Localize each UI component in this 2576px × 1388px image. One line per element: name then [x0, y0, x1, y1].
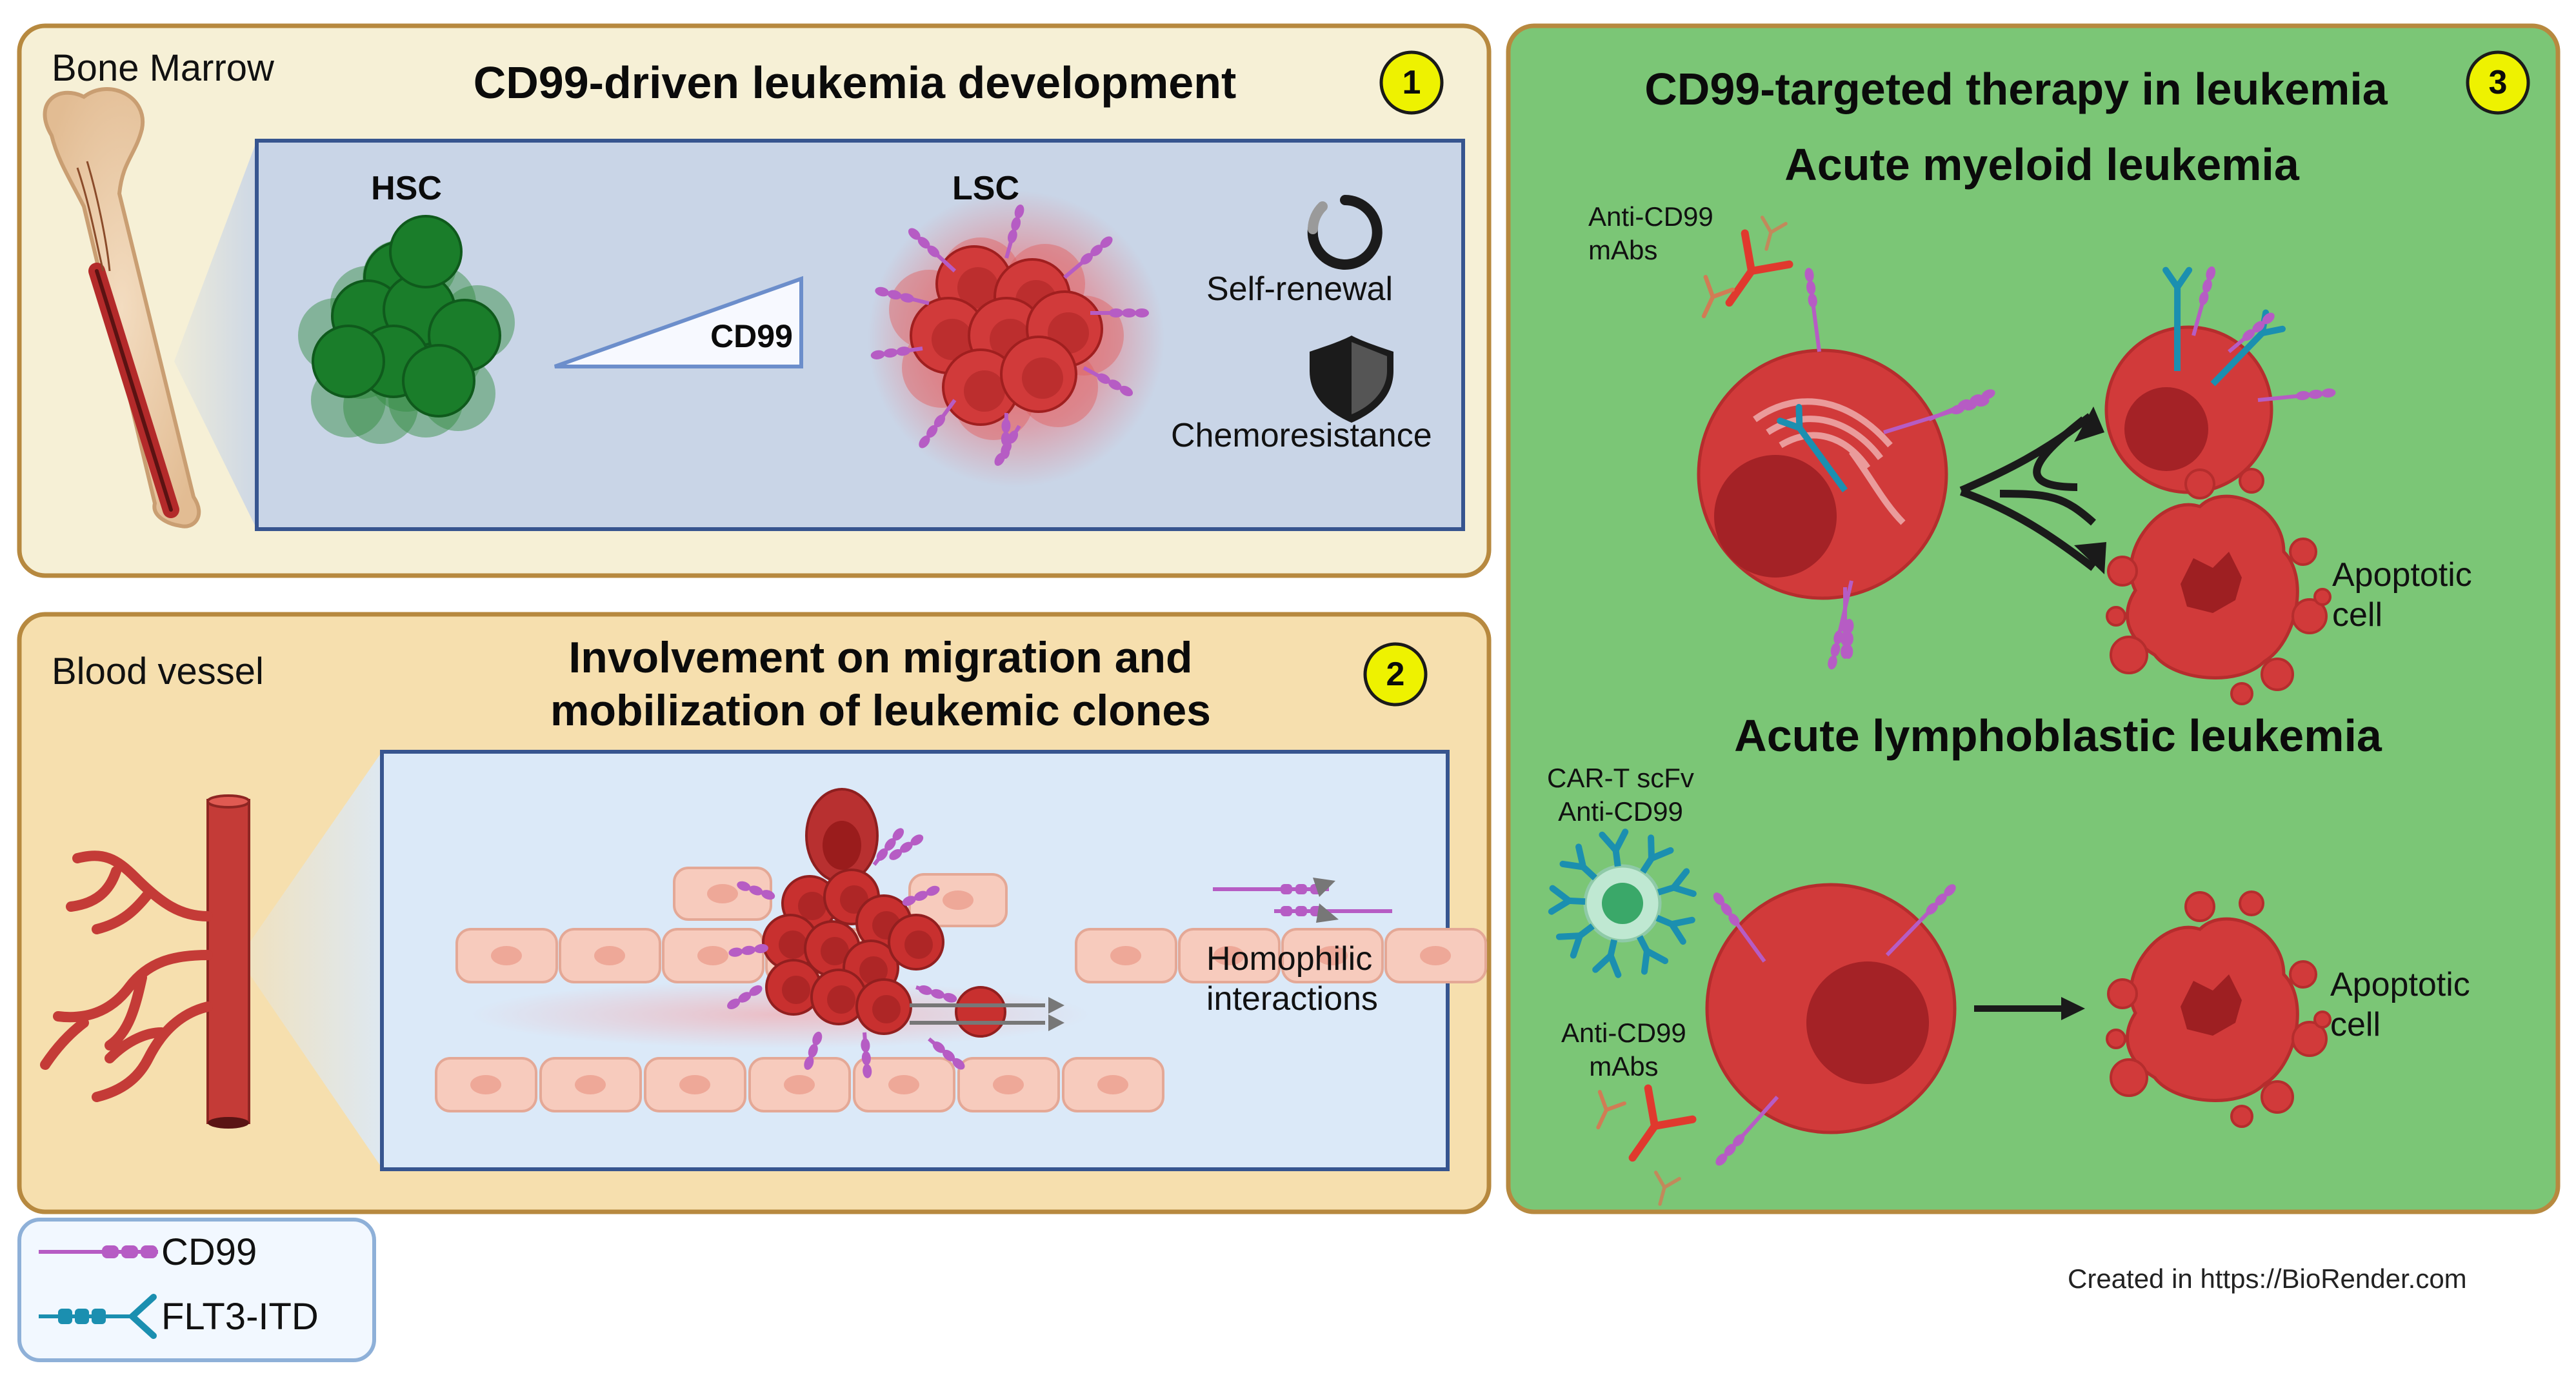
panel-1-title: CD99-driven leukemia development — [419, 57, 1290, 108]
apoptotic-bleb — [2315, 1012, 2330, 1027]
endothelial-nucleus — [1420, 946, 1451, 965]
apoptotic-bleb — [2107, 1030, 2125, 1048]
endothelial-nucleus — [594, 946, 625, 965]
leukemic-nucleus — [904, 930, 933, 959]
endothelial-nucleus — [1110, 946, 1141, 965]
homophilic-interactions-label: Homophilic interactions — [1206, 939, 1378, 1019]
apoptotic-bleb — [2240, 469, 2263, 492]
apoptotic-bleb — [2108, 557, 2137, 585]
panel-2-location-label: Blood vessel — [52, 650, 264, 693]
endothelial-nucleus — [575, 1075, 606, 1094]
legend-flt3-label: FLT3-ITD — [161, 1295, 319, 1338]
leukemic-nucleus — [798, 892, 826, 920]
leukemic-clone — [956, 987, 1005, 1036]
endothelial-nucleus — [679, 1075, 710, 1094]
legend-cd99-label: CD99 — [161, 1231, 257, 1274]
apoptotic-bleb — [2315, 589, 2330, 605]
apoptotic-bleb — [2111, 1060, 2147, 1096]
endothelial-nucleus — [470, 1075, 501, 1094]
badge-1-number: 1 — [1381, 63, 1442, 102]
car-t-label: CAR-T scFv Anti-CD99 — [1547, 761, 1694, 829]
apoptotic-bleb — [2111, 637, 2147, 673]
endothelial-nucleus — [784, 1075, 815, 1094]
endothelial-nucleus — [943, 890, 973, 910]
aml-leukemic-cell — [1699, 350, 1946, 598]
badge-2-number: 2 — [1365, 655, 1426, 694]
apoptotic-bleb — [2232, 1106, 2252, 1127]
cd99-gradient-label: CD99 — [700, 317, 803, 355]
lsc-label: LSC — [921, 169, 1050, 208]
self-renewal-label: Self-renewal — [1206, 270, 1393, 308]
leukemic-nucleus — [823, 821, 861, 870]
all-apoptotic-label: Apoptotic cell — [2330, 965, 2470, 1045]
apoptotic-bleb — [2290, 539, 2316, 565]
hsc-cell — [390, 216, 461, 287]
biorender-credit[interactable]: Created in https://BioRender.com — [2068, 1263, 2467, 1294]
panel-2-title: Involvement on migration and mobilizatio… — [477, 631, 1284, 737]
all-title: Acute lymphoblastic leukemia — [1664, 710, 2451, 761]
apoptotic-bleb — [2232, 683, 2252, 704]
lsc-nucleus — [1022, 357, 1063, 399]
badge-3-number: 3 — [2468, 63, 2528, 102]
leukemic-nucleus — [872, 995, 901, 1023]
aml-antibody-label: Anti-CD99 mAbs — [1588, 200, 1713, 267]
apoptotic-bleb — [2240, 892, 2263, 915]
apoptotic-bleb — [2108, 980, 2137, 1008]
apoptotic-bleb — [2186, 892, 2214, 921]
aml-title: Acute myeloid leukemia — [1684, 139, 2400, 190]
leukemic-nucleus — [782, 976, 810, 1004]
endothelial-nucleus — [993, 1075, 1024, 1094]
endothelial-nucleus — [707, 884, 738, 903]
apoptotic-bleb — [2186, 470, 2214, 498]
endothelial-nucleus — [697, 946, 728, 965]
leukemic-nucleus — [827, 985, 855, 1014]
hsc-cell — [313, 326, 384, 397]
aml-apoptotic-label: Apoptotic cell — [2332, 555, 2472, 635]
endothelial-nucleus — [491, 946, 522, 965]
hsc-cell — [403, 345, 474, 416]
apoptotic-bleb — [2107, 607, 2125, 625]
chemoresistance-label: Chemoresistance — [1171, 416, 1432, 455]
panel-1-location-label: Bone Marrow — [52, 46, 274, 90]
endothelial-nucleus — [888, 1075, 919, 1094]
apoptotic-bleb — [2290, 961, 2316, 987]
panel-3-title: CD99-targeted therapy in leukemia — [1574, 63, 2458, 115]
apoptotic-bleb — [2262, 1081, 2293, 1112]
hsc-label: HSC — [342, 169, 471, 208]
lsc-nucleus — [964, 370, 1005, 412]
all-antibody-label: Anti-CD99 mAbs — [1561, 1016, 1686, 1083]
leukemic-nucleus — [779, 930, 807, 959]
apoptotic-bleb — [2262, 659, 2293, 690]
endothelial-nucleus — [1097, 1075, 1128, 1094]
